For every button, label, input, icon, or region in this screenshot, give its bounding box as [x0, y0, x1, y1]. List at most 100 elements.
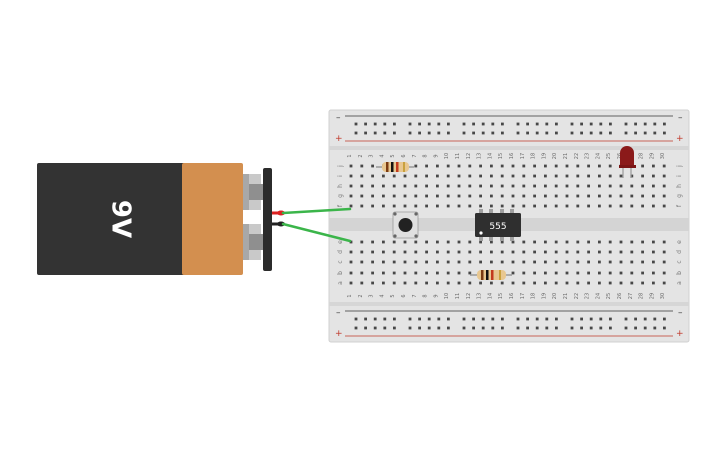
rail-hole[interactable] — [481, 131, 485, 135]
rail-hole[interactable] — [481, 122, 485, 126]
terminal-hole[interactable] — [382, 250, 385, 254]
terminal-hole[interactable] — [662, 240, 666, 244]
resistor-bottom[interactable] — [470, 270, 512, 280]
terminal-hole[interactable] — [436, 174, 439, 178]
terminal-hole[interactable] — [576, 164, 580, 168]
terminal-hole[interactable] — [608, 240, 612, 244]
terminal-hole[interactable] — [608, 184, 612, 188]
terminal-hole[interactable] — [446, 194, 450, 198]
terminal-hole[interactable] — [371, 174, 374, 178]
resistor-top[interactable] — [376, 162, 414, 172]
terminal-hole[interactable] — [565, 174, 569, 178]
terminal-hole[interactable] — [436, 204, 439, 208]
terminal-hole[interactable] — [414, 174, 418, 178]
terminal-hole[interactable] — [598, 271, 601, 275]
rail-hole[interactable] — [481, 326, 485, 330]
terminal-hole[interactable] — [446, 250, 450, 254]
terminal-hole[interactable] — [446, 184, 450, 188]
terminal-hole[interactable] — [554, 194, 558, 198]
terminal-hole[interactable] — [533, 174, 536, 178]
terminal-hole[interactable] — [500, 194, 504, 198]
terminal-hole[interactable] — [576, 240, 580, 244]
terminal-hole[interactable] — [382, 281, 385, 285]
rail-hole[interactable] — [526, 122, 529, 126]
terminal-hole[interactable] — [371, 204, 374, 208]
terminal-hole[interactable] — [490, 250, 493, 254]
terminal-hole[interactable] — [457, 250, 461, 254]
rail-hole[interactable] — [545, 131, 549, 135]
terminal-hole[interactable] — [500, 250, 504, 254]
rail-hole[interactable] — [354, 122, 358, 126]
terminal-hole[interactable] — [403, 250, 407, 254]
terminal-hole[interactable] — [608, 271, 612, 275]
terminal-hole[interactable] — [522, 194, 526, 198]
terminal-hole[interactable] — [533, 194, 536, 198]
terminal-hole[interactable] — [500, 240, 504, 244]
rail-hole[interactable] — [373, 326, 377, 330]
terminal-hole[interactable] — [479, 260, 482, 264]
terminal-hole[interactable] — [349, 184, 353, 188]
terminal-hole[interactable] — [652, 240, 655, 244]
rail-hole[interactable] — [418, 317, 421, 321]
terminal-hole[interactable] — [641, 184, 644, 188]
rail-hole[interactable] — [447, 131, 450, 135]
rail-hole[interactable] — [462, 326, 466, 330]
terminal-hole[interactable] — [641, 271, 644, 275]
rail-hole[interactable] — [663, 317, 666, 321]
terminal-hole[interactable] — [565, 260, 569, 264]
terminal-hole[interactable] — [425, 204, 428, 208]
rail-hole[interactable] — [580, 122, 583, 126]
terminal-hole[interactable] — [490, 260, 493, 264]
terminal-hole[interactable] — [446, 204, 450, 208]
terminal-hole[interactable] — [544, 281, 547, 285]
rail-hole[interactable] — [526, 326, 529, 330]
terminal-hole[interactable] — [554, 250, 558, 254]
terminal-hole[interactable] — [382, 194, 385, 198]
terminal-hole[interactable] — [479, 204, 482, 208]
terminal-hole[interactable] — [360, 281, 364, 285]
terminal-hole[interactable] — [630, 281, 634, 285]
terminal-hole[interactable] — [349, 271, 353, 275]
terminal-hole[interactable] — [641, 250, 644, 254]
terminal-hole[interactable] — [608, 260, 612, 264]
terminal-hole[interactable] — [468, 164, 472, 168]
terminal-hole[interactable] — [392, 281, 396, 285]
terminal-hole[interactable] — [522, 184, 526, 188]
terminal-hole[interactable] — [490, 164, 493, 168]
terminal-hole[interactable] — [436, 281, 439, 285]
terminal-hole[interactable] — [392, 250, 396, 254]
terminal-hole[interactable] — [457, 184, 461, 188]
terminal-hole[interactable] — [349, 260, 353, 264]
rail-hole[interactable] — [373, 131, 377, 135]
terminal-hole[interactable] — [436, 164, 439, 168]
terminal-hole[interactable] — [641, 204, 644, 208]
rail-hole[interactable] — [373, 317, 377, 321]
terminal-hole[interactable] — [554, 204, 558, 208]
terminal-hole[interactable] — [425, 240, 428, 244]
terminal-hole[interactable] — [652, 204, 655, 208]
terminal-hole[interactable] — [446, 271, 450, 275]
terminal-hole[interactable] — [522, 204, 526, 208]
terminal-hole[interactable] — [457, 164, 461, 168]
rail-hole[interactable] — [516, 131, 520, 135]
terminal-hole[interactable] — [425, 260, 428, 264]
terminal-hole[interactable] — [587, 204, 590, 208]
terminal-hole[interactable] — [468, 260, 472, 264]
terminal-hole[interactable] — [500, 260, 504, 264]
rail-hole[interactable] — [472, 131, 475, 135]
terminal-hole[interactable] — [392, 184, 396, 188]
terminal-hole[interactable] — [392, 194, 396, 198]
rail-hole[interactable] — [491, 326, 495, 330]
terminal-hole[interactable] — [414, 164, 418, 168]
terminal-hole[interactable] — [414, 194, 418, 198]
chip-555[interactable]: 555 — [475, 209, 521, 241]
terminal-hole[interactable] — [436, 184, 439, 188]
terminal-hole[interactable] — [468, 250, 472, 254]
terminal-hole[interactable] — [641, 164, 644, 168]
terminal-hole[interactable] — [479, 240, 482, 244]
terminal-hole[interactable] — [382, 204, 385, 208]
terminal-hole[interactable] — [382, 260, 385, 264]
terminal-hole[interactable] — [490, 174, 493, 178]
terminal-hole[interactable] — [587, 164, 590, 168]
terminal-hole[interactable] — [360, 184, 364, 188]
